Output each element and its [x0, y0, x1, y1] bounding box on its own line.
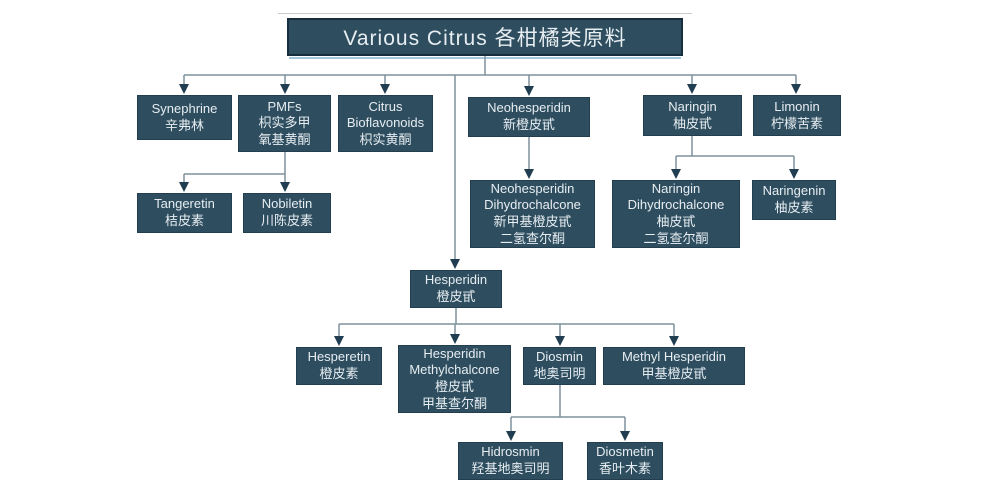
label-en: Neohesperidin [487, 100, 571, 116]
node-naringin-dihydrochalcone: Naringin Dihydrochalcone 柚皮甙 二氢查尔酮 [612, 180, 740, 248]
label-zh: 甲基橙皮甙 [641, 366, 707, 381]
title-top-rule [278, 13, 692, 14]
diagram-title-text: Various Citrus 各柑橘类原料 [343, 27, 627, 50]
node-nobiletin: Nobiletin 川陈皮素 [243, 193, 331, 233]
label-en: Hesperidin [424, 272, 488, 288]
label-en: Hidrosmin [481, 444, 540, 460]
label-en: Diosmin [536, 349, 583, 365]
node-neohesperidin: Neohesperidin 新橙皮甙 [468, 97, 590, 137]
node-diosmin: Diosmin 地奥司明 [523, 347, 596, 385]
label-en: Neohesperidin Dihydrochalcone [484, 180, 581, 213]
label-en: Diosmetin [596, 444, 654, 460]
node-hesperidin-methylchalcone: Hesperidin Methylchalcone 橙皮甙 甲基查尔酮 [398, 345, 511, 413]
label-zh: 柚皮素 [774, 200, 814, 215]
label-en: Methyl Hesperidin [621, 349, 727, 365]
node-pmfs: PMFs 枳实多甲 氧基黄酮 [238, 95, 331, 152]
label-en: Citrus Bioflavonoids [346, 98, 425, 131]
label-en: Hesperetin [307, 349, 371, 365]
label-zh: 枳实多甲 氧基黄酮 [258, 115, 311, 147]
label-en: PMFs [267, 98, 302, 114]
node-neohesperidin-dihydrochalcone: Neohesperidin Dihydrochalcone 新甲基橙皮甙 二氢查… [470, 180, 595, 248]
label-zh: 柚皮甙 二氢查尔酮 [643, 214, 709, 246]
label-zh: 桔皮素 [164, 213, 204, 228]
label-zh: 柠檬苦素 [770, 115, 823, 131]
node-methyl-hesperidin: Methyl Hesperidin 甲基橙皮甙 [603, 347, 745, 385]
label-zh: 橙皮甙 甲基查尔酮 [421, 379, 487, 411]
label-zh: 香叶木素 [598, 461, 651, 476]
label-en: Hesperidin Methylchalcone [409, 345, 500, 378]
node-naringin: Naringin 柚皮甙 [643, 95, 742, 136]
node-synephrine: Synephrine 辛弗林 [137, 95, 232, 140]
label-zh: 柚皮甙 [672, 115, 712, 131]
node-tangeretin: Tangeretin 桔皮素 [137, 193, 232, 233]
label-en: Tangeretin [154, 196, 215, 212]
label-en: Naringenin [762, 183, 826, 199]
label-zh: 辛弗林 [164, 117, 204, 133]
label-en: Naringin [668, 98, 717, 114]
diagram-title: Various Citrus 各柑橘类原料 [287, 18, 683, 56]
label-zh: 新甲基橙皮甙 二氢查尔酮 [493, 214, 572, 246]
node-hesperetin: Hesperetin 橙皮素 [296, 347, 382, 385]
node-diosmetin: Diosmetin 香叶木素 [587, 442, 663, 480]
label-zh: 川陈皮素 [260, 213, 313, 228]
node-hesperidin: Hesperidin 橙皮甙 [410, 270, 502, 308]
node-limonin: Limonin 柠檬苦素 [753, 95, 841, 136]
label-zh: 橙皮甙 [436, 289, 476, 304]
node-hidrosmin: Hidrosmin 羟基地奥司明 [458, 442, 563, 480]
label-en: Naringin Dihydrochalcone [627, 180, 725, 213]
label-zh: 橙皮素 [319, 366, 359, 381]
label-en: Synephrine [151, 100, 218, 116]
label-zh: 地奥司明 [533, 366, 586, 381]
label-en: Limonin [774, 98, 820, 114]
label-en: Nobiletin [261, 196, 313, 212]
title-underline [289, 57, 681, 59]
node-citrus-bioflavonoids: Citrus Bioflavonoids 枳实黄酮 [338, 95, 433, 152]
node-naringenin: Naringenin 柚皮素 [752, 180, 836, 220]
label-zh: 枳实黄酮 [359, 131, 412, 147]
label-zh: 羟基地奥司明 [471, 461, 550, 476]
label-zh: 新橙皮甙 [502, 117, 555, 132]
